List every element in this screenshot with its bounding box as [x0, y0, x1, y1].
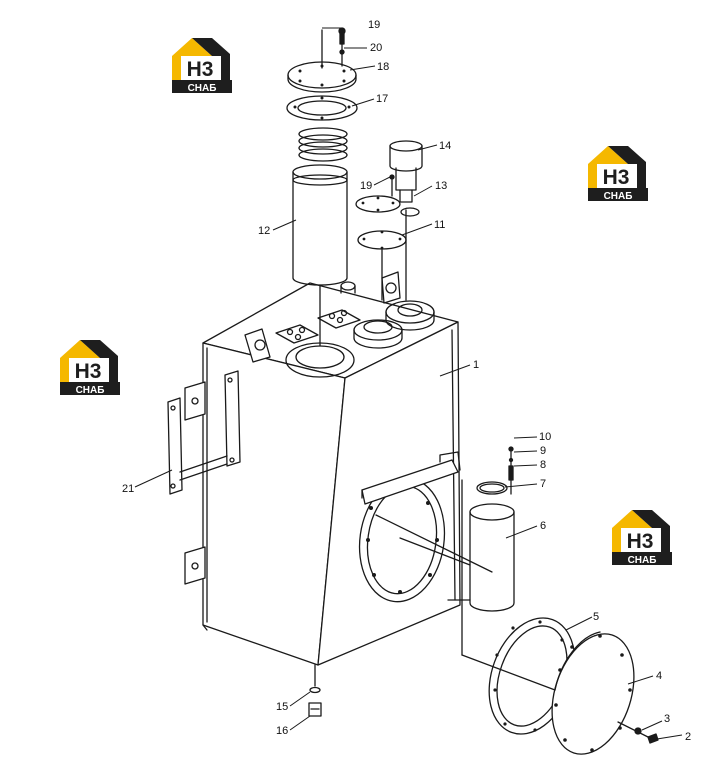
watermark-logo-top-left: Н3 СНАБ — [172, 38, 232, 94]
callout-5: 5 — [593, 611, 599, 623]
o-ring — [476, 481, 508, 495]
svg-text:СНАБ: СНАБ — [604, 191, 633, 202]
svg-text:Н3: Н3 — [75, 360, 102, 383]
spring — [298, 127, 348, 162]
watermark-logo-right: Н3 СНАБ — [588, 146, 648, 202]
breather — [389, 140, 423, 203]
return-filter-tube — [469, 503, 515, 612]
callout-16: 16 — [276, 725, 288, 737]
svg-text:СНАБ: СНАБ — [188, 83, 217, 94]
callout-21: 21 — [122, 483, 134, 495]
side-cover — [551, 631, 635, 755]
cover-gasket — [286, 95, 358, 121]
callout-14: 14 — [439, 140, 451, 152]
callout-19-breather: 19 — [360, 180, 372, 192]
callout-10: 10 — [539, 431, 551, 443]
callout-3: 3 — [664, 713, 670, 725]
callout-2: 2 — [685, 731, 691, 743]
callout-19-top: 19 — [368, 19, 380, 31]
watermark-logo-bottom-right: Н3 СНАБ — [612, 510, 672, 566]
callout-18: 18 — [377, 61, 389, 73]
callout-1: 1 — [473, 359, 479, 371]
callout-15: 15 — [276, 701, 288, 713]
callout-11: 11 — [434, 219, 445, 231]
flange-gasket — [357, 230, 407, 250]
callout-13: 13 — [435, 180, 447, 192]
front-handle — [361, 459, 459, 505]
svg-text:Н3: Н3 — [603, 166, 630, 189]
callout-7: 7 — [540, 478, 546, 490]
breather-gasket — [355, 195, 401, 213]
callout-12: 12 — [258, 225, 270, 237]
callout-6: 6 — [540, 520, 546, 532]
svg-text:Н3: Н3 — [627, 530, 654, 553]
callout-4: 4 — [656, 670, 662, 682]
callout-20: 20 — [370, 42, 382, 54]
watermark-logo-left: Н3 СНАБ — [60, 340, 120, 396]
svg-text:СНАБ: СНАБ — [76, 385, 105, 396]
svg-text:СНАБ: СНАБ — [628, 555, 657, 566]
filter-element — [292, 164, 348, 286]
callout-9: 9 — [540, 445, 546, 457]
callout-17: 17 — [376, 93, 388, 105]
svg-text:Н3: Н3 — [187, 58, 214, 81]
callout-8: 8 — [540, 459, 546, 471]
